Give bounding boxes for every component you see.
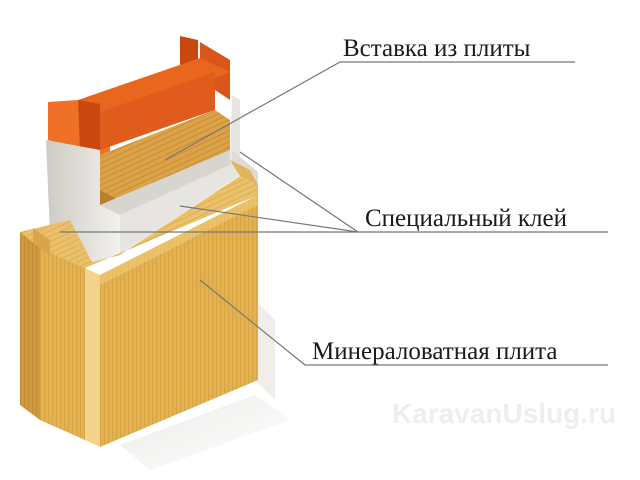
leader-glue-3 [239, 151, 359, 233]
label-glue: Специальный клей [365, 205, 567, 232]
leader-glue-2 [179, 205, 359, 233]
label-mineral: Минераловатная плита [312, 338, 558, 365]
steel-beam [48, 36, 230, 165]
leader-mineral [199, 279, 608, 366]
leader-insert [164, 61, 575, 161]
label-insert: Вставка из плиты [343, 35, 531, 62]
block-shadow [120, 300, 290, 470]
watermark: KaravanUslug.ru [392, 398, 616, 429]
leader-lines [60, 61, 608, 366]
mineral-wool-slab [20, 160, 258, 447]
